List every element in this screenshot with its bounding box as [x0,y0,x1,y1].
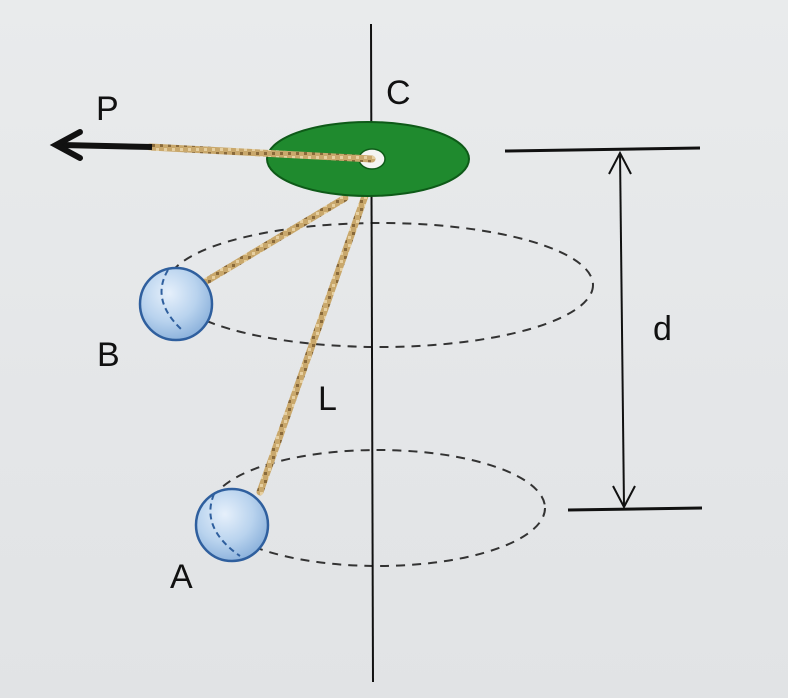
upper-orbit-path [166,222,594,348]
label-center-c: C [386,74,411,112]
label-ball-b: B [97,336,120,374]
rope-pull [146,143,376,163]
ball-b-equator [160,269,183,331]
dimension-top-line [504,146,701,153]
label-force-p: P [96,90,119,128]
label-string-l: L [318,380,337,418]
rope-to-a [256,192,369,496]
ball-a [194,487,270,563]
dimension-arrow-shaft [619,152,625,508]
rope-to-b [201,194,349,286]
force-arrow-shaft [61,142,153,150]
dimension-arrow-bottom-icon [612,485,636,510]
label-ball-a: A [170,558,193,596]
label-distance-d: d [653,310,672,348]
ball-b [138,266,214,342]
force-arrow-icon [49,129,83,161]
ball-a-equator [209,493,241,557]
dimension-arrow-top-icon [608,150,632,175]
dimension-bottom-line [567,506,703,512]
